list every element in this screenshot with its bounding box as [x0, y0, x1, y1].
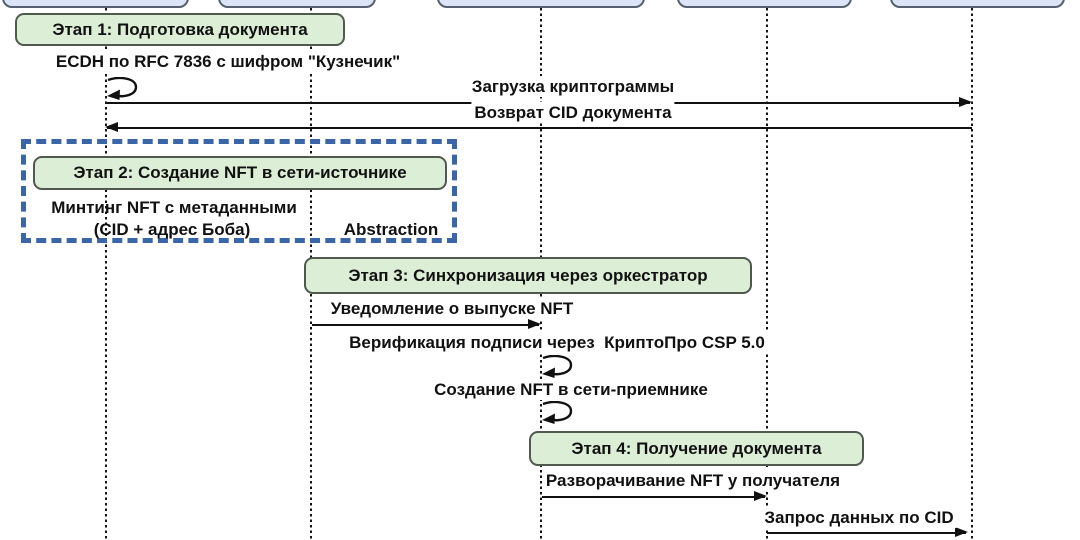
- message-label-unwrap: Разворачивание NFT у получателя: [542, 470, 844, 491]
- fragment-label-abstraction: Abstraction: [343, 220, 439, 239]
- message-label-return-cid: Возврат CID документа: [471, 102, 675, 123]
- participant-box-1: [2, 0, 189, 8]
- message-arrow-request-cid: [767, 526, 968, 538]
- message-label-minting-line1: Минтинг NFT с метаданными: [51, 198, 297, 217]
- message-label-notify: Уведомление о выпуске NFT: [327, 298, 577, 319]
- stage-4-title-box: Этап 4: Получение документа: [529, 431, 864, 466]
- participant-box-2: [218, 0, 376, 8]
- message-label-request-cid: Запрос данных по CID: [761, 507, 957, 528]
- self-message-loop-icon: [542, 401, 573, 424]
- self-message-loop-icon: [542, 355, 573, 378]
- lifeline-4: [766, 8, 768, 540]
- participant-box-3: [437, 0, 645, 8]
- message-arrow-unwrap: [542, 490, 767, 502]
- lifeline-1: [105, 8, 107, 540]
- participant-box-4: [677, 0, 852, 8]
- fragment-box-stage-2: [21, 139, 457, 243]
- message-arrow-return-cid: [105, 121, 972, 133]
- self-message-loop-icon: [107, 77, 138, 100]
- participant-box-5: [890, 0, 1065, 8]
- message-label-upload: Загрузка криптограммы: [468, 76, 678, 97]
- message-label-verify: Верификация подписи через КриптоПро CSP …: [346, 332, 768, 353]
- stage-2-title-box: Этап 2: Создание NFT в сети-источнике: [33, 156, 447, 190]
- message-label-ecdh: ECDH по RFC 7836 с шифром "Кузнечик": [52, 51, 404, 72]
- message-arrow-notify: [312, 318, 541, 330]
- stage-1-title-box: Этап 1: Подготовка документа: [15, 13, 345, 46]
- message-label-minting-line2: (CID + адрес Боба): [93, 220, 251, 239]
- lifeline-5: [971, 8, 973, 540]
- message-label-create-receiver: Создание NFT в сети-приемнике: [431, 379, 711, 400]
- stage-3-title-box: Этап 3: Синхронизация через оркестратор: [304, 257, 752, 294]
